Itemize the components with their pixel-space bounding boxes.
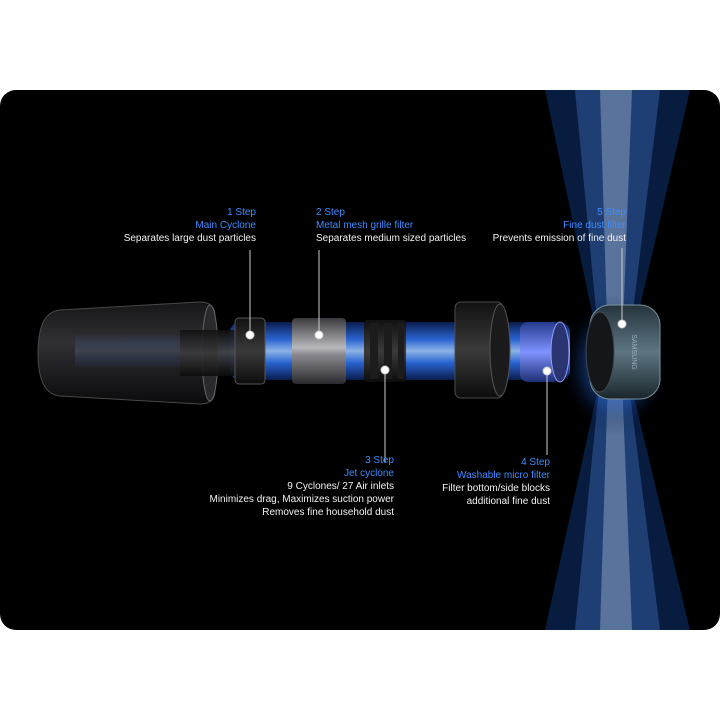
step-5-desc-line-1: Prevents emission of fine dust bbox=[492, 233, 626, 244]
filtration-illustration: SAMSUNG bbox=[37, 90, 690, 630]
step-1-name: Main Cyclone bbox=[195, 220, 256, 231]
step-2-number: 2 Step bbox=[316, 207, 345, 218]
step-3-name: Jet cyclone bbox=[343, 468, 394, 479]
step-1-dot bbox=[245, 330, 255, 340]
brand-text: SAMSUNG bbox=[630, 334, 637, 369]
step-2-label: 2 Step Metal mesh grille filter Separate… bbox=[316, 206, 466, 245]
step-1-number: 1 Step bbox=[227, 207, 256, 218]
step-4-desc-line-1: Filter bottom/side blocks bbox=[442, 483, 550, 494]
step-4-dot bbox=[542, 366, 552, 376]
fine-dust-filter-cap: SAMSUNG bbox=[585, 304, 661, 400]
step-4-number: 4 Step bbox=[521, 457, 550, 468]
step-2-name: Metal mesh grille filter bbox=[316, 220, 414, 231]
micro-filter bbox=[520, 321, 570, 383]
step-3-number: 3 Step bbox=[365, 455, 394, 466]
step-3-label: 3 Step Jet cyclone 9 Cyclones/ 27 Air in… bbox=[209, 454, 394, 519]
step-3-dot bbox=[380, 365, 390, 375]
step-5-label: 5 Step Fine dust filter Prevents emissio… bbox=[493, 206, 626, 245]
step-2-desc-line-1: Separates medium sized particles bbox=[316, 233, 467, 244]
step-5-number: 5 Step bbox=[597, 207, 626, 218]
exhaust-airflow bbox=[545, 90, 690, 630]
step-4-desc-line-2: additional fine dust bbox=[466, 496, 550, 507]
step-5-dot bbox=[617, 319, 627, 329]
mesh-filter bbox=[292, 318, 346, 384]
step-4-name: Washable micro filter bbox=[457, 470, 550, 481]
motor-housing bbox=[454, 301, 511, 399]
step-1-label: 1 Step Main Cyclone Separates large dust… bbox=[124, 206, 256, 245]
dust-bin bbox=[37, 301, 235, 405]
step-5-name: Fine dust filter bbox=[563, 220, 626, 231]
step-3-desc-line-3: Removes fine household dust bbox=[262, 507, 394, 518]
jet-cyclone bbox=[364, 320, 406, 382]
step-1-desc-line-1: Separates large dust particles bbox=[123, 233, 256, 244]
step-3-desc-line-1: 9 Cyclones/ 27 Air inlets bbox=[287, 481, 394, 492]
leader-lines bbox=[245, 248, 627, 462]
step-3-desc-line-2: Minimizes drag, Maximizes suction power bbox=[209, 494, 394, 505]
step-2-dot bbox=[314, 330, 324, 340]
step-4-label: 4 Step Washable micro filter Filter bott… bbox=[442, 456, 550, 508]
diagram-panel: SAMSUNG 1 Step Main Cyclone Separates la… bbox=[0, 90, 720, 630]
